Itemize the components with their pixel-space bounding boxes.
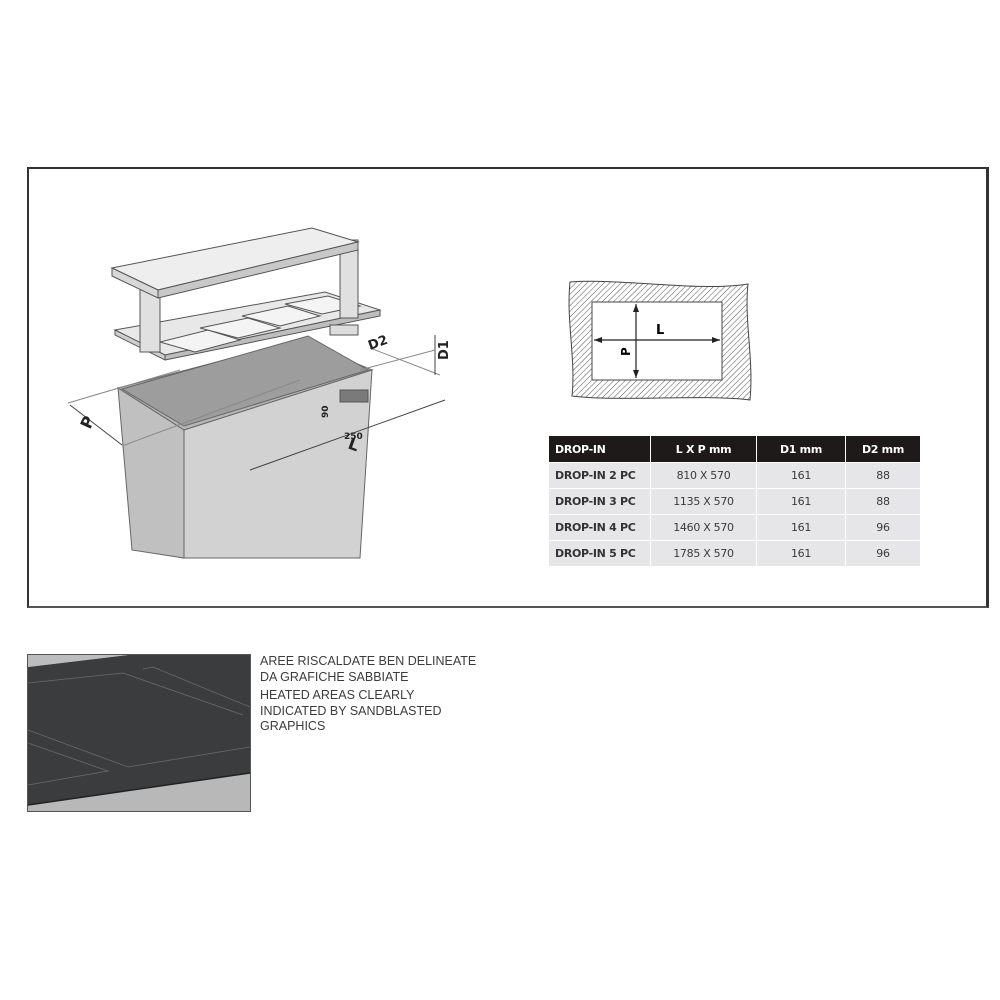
- label-d1: D1: [437, 340, 452, 360]
- feature-italian-line2: DA GRAFICHE SABBIATE: [260, 669, 409, 684]
- feature-english-line1: HEATED AREAS CLEARLY: [260, 688, 415, 702]
- spec-table: DROP-IN L X P mm D1 mm D2 mm DROP-IN 2 P…: [549, 436, 920, 566]
- cell-lxp: 1785 X 570: [650, 540, 757, 566]
- cell-d2: 88: [845, 462, 920, 489]
- table-row: DROP-IN 4 PC 1460 X 570 161 96: [549, 514, 920, 541]
- cutout-diagram: L P: [568, 280, 752, 401]
- cutout-label-p: P: [619, 347, 633, 356]
- header-model: DROP-IN: [549, 436, 651, 463]
- cell-lxp: 1460 X 570: [650, 514, 757, 541]
- cell-model: DROP-IN 4 PC: [549, 514, 651, 541]
- table-header-row: DROP-IN L X P mm D1 mm D2 mm: [549, 436, 920, 463]
- cell-lxp: 810 X 570: [650, 462, 757, 489]
- feature-italian-line1: AREE RISCALDATE BEN DELINEATE: [260, 654, 477, 668]
- cell-d2: 88: [845, 488, 920, 515]
- header-d2: D2 mm: [845, 436, 920, 463]
- header-d1: D1 mm: [756, 436, 846, 463]
- table-row: DROP-IN 5 PC 1785 X 570 161 96: [549, 540, 920, 566]
- table-row: DROP-IN 3 PC 1135 X 570 161 88: [549, 488, 920, 515]
- cell-d2: 96: [845, 540, 920, 566]
- label-p: P: [76, 413, 98, 432]
- cell-model: DROP-IN 2 PC: [549, 462, 651, 489]
- table-row: DROP-IN 2 PC 810 X 570 161 88: [549, 462, 920, 489]
- sandblasted-surface-photo: [27, 654, 251, 812]
- cell-d1: 161: [756, 462, 846, 489]
- cutout-label-l: L: [656, 323, 664, 338]
- feature-description: AREE RISCALDATE BEN DELINEATE DA GRAFICH…: [260, 654, 500, 735]
- cell-d1: 161: [756, 540, 846, 566]
- feature-english-line2: INDICATED BY SANDBLASTED: [260, 703, 442, 718]
- drop-in-unit-drawing: P L D2 D1 90 250: [67, 227, 452, 559]
- feature-english-line3: GRAPHICS: [260, 719, 326, 733]
- label-90: 90: [321, 405, 331, 418]
- label-d2: D2: [366, 333, 390, 354]
- cell-model: DROP-IN 3 PC: [549, 488, 651, 515]
- cell-model: DROP-IN 5 PC: [549, 540, 651, 566]
- label-250: 250: [344, 432, 363, 442]
- cell-d1: 161: [756, 514, 846, 541]
- header-lxp: L X P mm: [650, 436, 757, 463]
- cell-lxp: 1135 X 570: [650, 488, 757, 515]
- cell-d1: 161: [756, 488, 846, 515]
- cell-d2: 96: [845, 514, 920, 541]
